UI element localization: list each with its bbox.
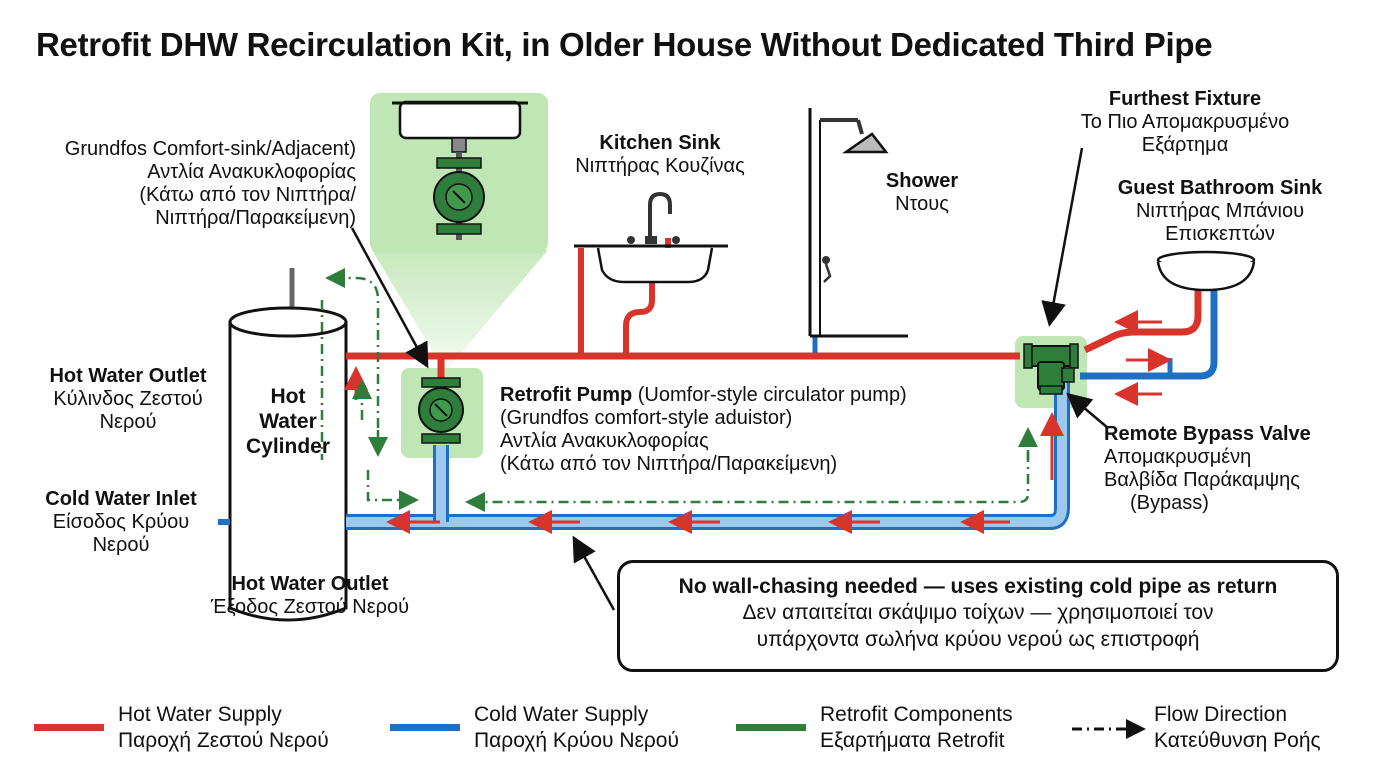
legend-hot-en: Hot Water Supply xyxy=(118,703,282,726)
cylinder-label: Hot Water Cylinder xyxy=(232,384,344,459)
legend-cold-text: Cold Water Supply Παροχή Κρύου Νερού xyxy=(474,702,679,754)
note-heading: No wall-chasing needed — uses existing c… xyxy=(678,575,1278,598)
bypass-valve-el3: (Bypass) xyxy=(1130,492,1209,514)
legend-cold-swatch xyxy=(390,724,460,731)
hot-outlet-left-el1: Κύλινδος Ζεστού xyxy=(53,388,203,410)
furthest-fixture-el1: Το Πιο Απομακρυσμένο xyxy=(1080,111,1290,133)
retrofit-pump-en-rest: (Uomfor-style circulator pump) xyxy=(632,384,907,406)
retrofit-pump-icon xyxy=(418,377,464,444)
shower-en: Shower xyxy=(885,170,959,192)
bypass-valve-icon xyxy=(1023,343,1079,395)
bypass-valve-el2: Βαλβίδα Παράκαμψης xyxy=(1104,469,1300,491)
retrofit-pump-line2: (Grundfos comfort-style aduistor) xyxy=(500,407,793,429)
note-line2: υπάρχοντα σωλήνα κρύου νερού ως επιστροφ… xyxy=(756,628,1200,651)
recirculation-flow-path xyxy=(320,268,1038,512)
retrofit-pump-line4: (Κάτω από τον Νιπτήρα/Παρακείμενη) xyxy=(500,453,838,475)
legend-retrofit-en: Retrofit Components xyxy=(820,703,1013,726)
comfort-sink-pump-label: Grundfos Comfort-sink/Adjacent) Αντλία Α… xyxy=(40,138,356,230)
shower-el: Ντους xyxy=(895,193,949,215)
hot-outlet-left-el2: Νερού xyxy=(99,411,157,433)
comfort-sink-line4: Νιπτήρα/Παρακείμενη) xyxy=(155,207,356,229)
legend-retrofit-text: Retrofit Components Εξαρτήματα Retrofit xyxy=(820,702,1013,754)
bypass-valve-el1: Απομακρυσμένη xyxy=(1104,446,1252,468)
hot-water-cylinder xyxy=(218,268,348,622)
bypass-valve-label: Remote Bypass Valve Απομακρυσμένη Βαλβίδ… xyxy=(1104,423,1354,515)
cylinder-line1: Hot xyxy=(270,385,306,408)
furthest-fixture-label: Furthest Fixture Το Πιο Απομακρυσμένο Εξ… xyxy=(1050,88,1320,157)
furthest-fixture-en: Furthest Fixture xyxy=(1108,88,1262,110)
comfort-sink-line2: Αντλία Ανακυκλοφορίας xyxy=(147,161,356,183)
pump-magnifier-callout xyxy=(370,93,548,372)
cold-return-pipe xyxy=(346,288,1218,530)
hot-outlet-left-en: Hot Water Outlet xyxy=(49,365,207,387)
cold-inlet-label: Cold Water Inlet Είσοδος Κρύου Νερού xyxy=(26,488,216,557)
legend-hot-text: Hot Water Supply Παροχή Ζεστού Νερού xyxy=(118,702,329,754)
shower-icon xyxy=(808,108,908,338)
comfort-sink-line1: Grundfos Comfort-sink/Adjacent) xyxy=(64,138,356,160)
note-box: No wall-chasing needed — uses existing c… xyxy=(617,560,1339,672)
guest-sink-icon xyxy=(1156,250,1256,292)
legend-flow-en: Flow Direction xyxy=(1154,703,1288,726)
hot-outlet-bottom-en: Hot Water Outlet xyxy=(231,573,389,595)
kitchen-sink-en: Kitchen Sink xyxy=(599,132,721,154)
retrofit-pump-en: Retrofit Pump xyxy=(500,384,633,406)
retrofit-pump-line1: Retrofit Pump (Uomfor-style circulator p… xyxy=(500,384,940,407)
retrofit-pump-line3: Αντλία Ανακυκλοφορίας xyxy=(500,430,709,452)
note-line1: Δεν απαιτείται σκάψιμο τοίχων — χρησιμοπ… xyxy=(742,601,1214,624)
kitchen-sink-el: Νιπτήρας Κουζίνας xyxy=(575,155,745,177)
kitchen-sink-label: Kitchen Sink Νιπτήρας Κουζίνας xyxy=(540,132,780,178)
legend-hot-swatch xyxy=(34,724,104,731)
furthest-fixture-el2: Εξάρτημα xyxy=(1141,134,1229,156)
legend-flow-el: Κατεύθυνση Ροής xyxy=(1154,729,1321,752)
hot-supply-pipe xyxy=(346,238,1202,378)
legend-cold: Cold Water Supply Παροχή Κρύου Νερού xyxy=(390,702,720,752)
bypass-valve-en: Remote Bypass Valve xyxy=(1104,423,1311,445)
leader-arrows xyxy=(350,147,1109,611)
legend-hot-el: Παροχή Ζεστού Νερού xyxy=(118,729,329,752)
page-title: Retrofit DHW Recirculation Kit, in Older… xyxy=(36,26,1213,63)
legend-flow-text: Flow Direction Κατεύθυνση Ροής xyxy=(1154,702,1321,754)
cylinder-line2: Water xyxy=(259,410,317,433)
legend-retrofit-swatch xyxy=(736,724,806,731)
legend-hot: Hot Water Supply Παροχή Ζεστού Νερού xyxy=(34,702,364,752)
guest-sink-el2: Επισκεπτών xyxy=(1165,223,1275,245)
guest-sink-el1: Νιπτήρας Μπάνιου xyxy=(1135,200,1305,222)
return-flow-arrows xyxy=(344,310,1172,534)
hot-outlet-bottom-el: Έξοδος Ζεστού Νερού xyxy=(210,596,410,618)
shower-label: Shower Ντους xyxy=(862,170,982,216)
legend-flow: Flow Direction Κατεύθυνση Ροής xyxy=(1070,702,1360,752)
cold-inlet-el1: Είσοδος Κρύου xyxy=(52,511,190,533)
legend-retrofit-el: Εξαρτήματα Retrofit xyxy=(820,729,1005,752)
comfort-sink-line3: (Κάτω από τον Νιπτήρα/ xyxy=(139,184,356,206)
legend-retrofit: Retrofit Components Εξαρτήματα Retrofit xyxy=(736,702,1056,752)
hot-outlet-left-label: Hot Water Outlet Κύλινδος Ζεστού Νερού xyxy=(30,365,226,434)
legend-cold-el: Παροχή Κρύου Νερού xyxy=(474,729,679,752)
hot-outlet-bottom-label: Hot Water Outlet Έξοδος Ζεστού Νερού xyxy=(190,573,430,619)
guest-sink-label: Guest Bathroom Sink Νιπτήρας Μπάνιου Επι… xyxy=(1096,177,1344,246)
legend-cold-en: Cold Water Supply xyxy=(474,703,649,726)
cold-inlet-en: Cold Water Inlet xyxy=(45,488,197,510)
cold-inlet-el2: Νερού xyxy=(92,534,150,556)
flow-arrow-icon xyxy=(1072,719,1146,739)
cylinder-line3: Cylinder xyxy=(245,435,331,458)
kitchen-sink-icon xyxy=(574,191,728,284)
guest-sink-en: Guest Bathroom Sink xyxy=(1117,177,1323,199)
retrofit-pump-label: Retrofit Pump (Uomfor-style circulator p… xyxy=(500,384,940,476)
